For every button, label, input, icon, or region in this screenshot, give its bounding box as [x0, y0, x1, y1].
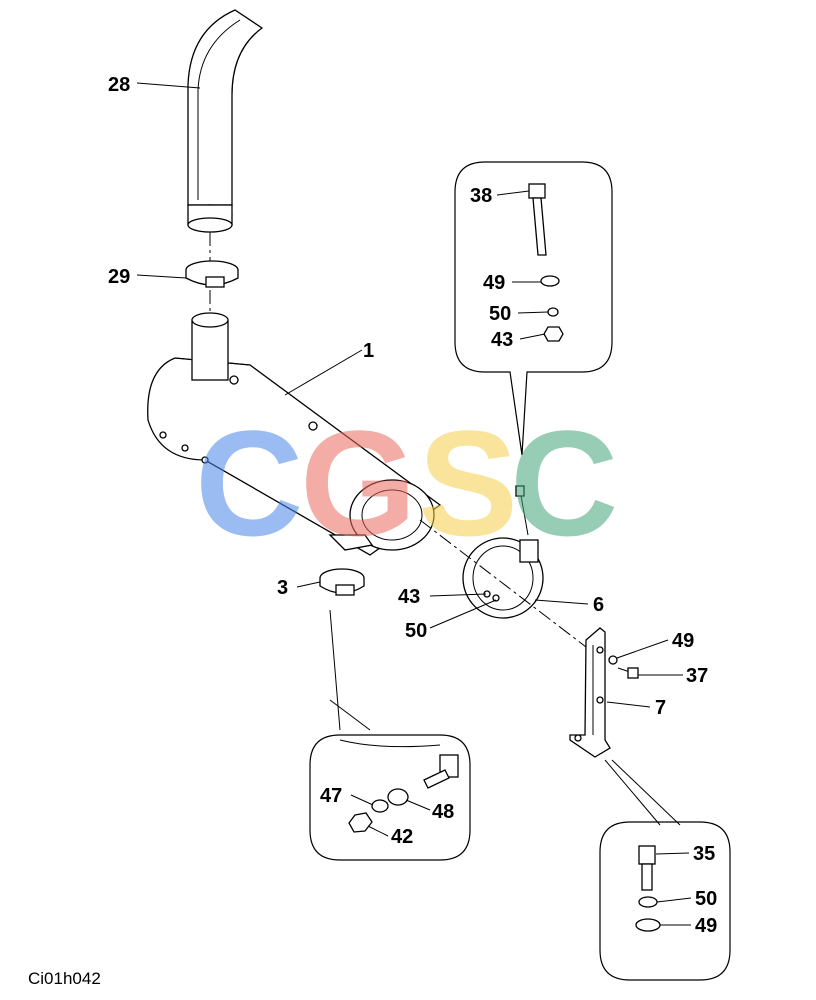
- callout-38: 38: [470, 185, 492, 207]
- callout-35: 35: [693, 843, 715, 865]
- watermark-logo: C G S C: [195, 399, 618, 567]
- callout-7: 7: [655, 697, 666, 719]
- callout-49-detail-2: 49: [695, 915, 717, 937]
- bolt-part-37: [608, 655, 639, 679]
- callout-50-detail-2: 50: [695, 888, 717, 910]
- watermark-letter-3: S: [418, 399, 518, 567]
- figure-code: Ci01h042: [28, 969, 101, 988]
- clamp-part-3: [319, 568, 365, 596]
- muffler-part-1: [147, 312, 442, 556]
- clamp-part-29: [185, 260, 239, 288]
- callout-48: 48: [432, 801, 454, 823]
- bracket-part-7: [569, 627, 611, 758]
- callout-28: 28: [108, 74, 130, 96]
- bolt-part-38-installed: [515, 485, 529, 536]
- exhaust-pipe-part-28: [187, 9, 264, 233]
- callout-49-detail: 49: [483, 272, 505, 294]
- callout-1: 1: [363, 340, 374, 362]
- callout-50: 50: [405, 620, 427, 642]
- callout-labels: 28 29 1 3 43 50 6 49 37 7 38 49 50 43 47…: [108, 74, 717, 937]
- detail-bubble-hardware-38: [454, 161, 613, 456]
- detail-bubble-hardware-47: [309, 609, 471, 861]
- callout-49: 49: [672, 630, 694, 652]
- watermark-letter-1: C: [195, 399, 303, 567]
- callout-47: 47: [320, 785, 342, 807]
- detail-bubble-hardware-35: [599, 759, 731, 981]
- band-clamp-part-6: [462, 537, 544, 619]
- callout-42: 42: [391, 826, 413, 848]
- axis-line-muffler: [419, 519, 591, 651]
- watermark-letter-2: G: [300, 399, 417, 567]
- callout-3: 3: [277, 577, 288, 599]
- callout-6: 6: [593, 594, 604, 616]
- callout-50-detail: 50: [489, 303, 511, 325]
- callout-43: 43: [398, 586, 420, 608]
- leader-lines: [136, 82, 692, 926]
- callout-37: 37: [686, 665, 708, 687]
- callout-43-detail: 43: [491, 329, 513, 351]
- callout-29: 29: [108, 266, 130, 288]
- watermark-letter-4: C: [510, 399, 618, 567]
